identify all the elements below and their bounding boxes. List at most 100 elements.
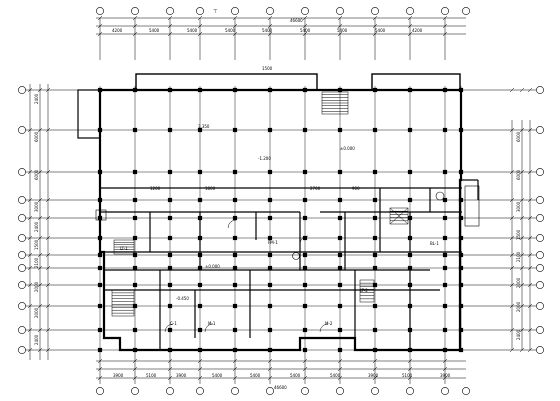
dimension-tick bbox=[97, 375, 103, 381]
stairs bbox=[111, 91, 409, 317]
structural-column bbox=[197, 327, 203, 333]
top-dim: 5400 bbox=[187, 28, 198, 33]
dimension-tick bbox=[132, 23, 138, 29]
dimension-tick bbox=[232, 31, 238, 37]
dimension-tick bbox=[527, 215, 533, 221]
axis-bubble bbox=[18, 346, 26, 354]
dimension-tick bbox=[372, 31, 378, 37]
axis-bubble bbox=[96, 7, 104, 15]
structural-column bbox=[232, 252, 238, 258]
structural-column bbox=[372, 197, 378, 203]
dimension-tick bbox=[45, 347, 51, 353]
structural-column bbox=[167, 169, 173, 175]
dimension-tick bbox=[167, 31, 173, 37]
dimension-tick bbox=[27, 235, 33, 241]
dimension-tick bbox=[407, 375, 413, 381]
top-dim: 4200 bbox=[412, 28, 423, 33]
axis-bubble bbox=[441, 7, 449, 15]
dimension-tick bbox=[442, 23, 448, 29]
dimension-tick bbox=[232, 366, 238, 372]
dimension-tick bbox=[267, 375, 273, 381]
right-dim: 6000 bbox=[516, 131, 521, 142]
dimension-tick bbox=[45, 215, 51, 221]
structural-column bbox=[372, 265, 378, 271]
axis-bubble bbox=[18, 302, 26, 310]
dimension-tick bbox=[337, 31, 343, 37]
axis-bubble bbox=[18, 168, 26, 176]
elevation-label: ±0.000 bbox=[340, 146, 355, 151]
fixture-box bbox=[95, 209, 107, 221]
axis-bubble bbox=[536, 126, 544, 134]
axis-bubble bbox=[196, 387, 204, 395]
structural-column bbox=[302, 252, 308, 258]
dimension-tick bbox=[302, 358, 308, 364]
structural-column bbox=[337, 252, 343, 258]
axis-bubble bbox=[536, 214, 544, 222]
dimension-tick bbox=[509, 235, 515, 241]
dimension-tick bbox=[27, 347, 33, 353]
left-dim: 2400 bbox=[34, 93, 39, 104]
dimension-tick bbox=[267, 31, 273, 37]
dimension-tick bbox=[27, 87, 33, 93]
stair-left bbox=[111, 289, 135, 317]
dimension-tick bbox=[37, 169, 43, 175]
dimension-tick bbox=[267, 23, 273, 29]
axis-bubble bbox=[406, 387, 414, 395]
element-label: M-2 bbox=[325, 321, 333, 326]
dimension-tick bbox=[527, 303, 533, 309]
axis-bubble bbox=[266, 7, 274, 15]
dimension-tick bbox=[27, 169, 33, 175]
dimension-tick bbox=[407, 31, 413, 37]
dimension-tick bbox=[267, 15, 273, 21]
dimension-tick bbox=[97, 366, 103, 372]
dimension-tick bbox=[45, 252, 51, 258]
element-label: BL-1 bbox=[430, 241, 439, 246]
dimension-tick bbox=[519, 215, 525, 221]
structural-column bbox=[232, 303, 238, 309]
structural-column bbox=[267, 127, 273, 133]
structural-column bbox=[372, 303, 378, 309]
dimension-tick bbox=[45, 87, 51, 93]
structural-column bbox=[407, 169, 413, 175]
axis-bubble bbox=[266, 387, 274, 395]
dimension-tick bbox=[27, 303, 33, 309]
dim-label: 900 bbox=[352, 186, 360, 191]
dimension-tick bbox=[37, 235, 43, 241]
elevation-label: -0.450 bbox=[176, 296, 189, 301]
axis-bubble bbox=[18, 264, 26, 272]
top-dim: 4200 bbox=[112, 28, 123, 33]
structural-column bbox=[442, 127, 448, 133]
dimension-tick bbox=[527, 169, 533, 175]
structural-column bbox=[442, 169, 448, 175]
axis-bubble bbox=[18, 126, 26, 134]
dimension-lines bbox=[24, 15, 540, 384]
dim-label: 2700 bbox=[310, 186, 321, 191]
structural-column bbox=[232, 215, 238, 221]
left-dim: 2400 bbox=[34, 334, 39, 345]
structural-column bbox=[167, 252, 173, 258]
dim-label: 1200 bbox=[150, 186, 161, 191]
structural-column bbox=[372, 327, 378, 333]
structural-column bbox=[97, 303, 103, 309]
left-dim: 6000 bbox=[34, 169, 39, 180]
dimension-tick bbox=[337, 358, 343, 364]
structural-column bbox=[132, 197, 138, 203]
axis-bubble bbox=[536, 302, 544, 310]
axis-bubble bbox=[536, 281, 544, 289]
right-dim: 6000 bbox=[516, 169, 521, 180]
bottom-dim: 3900 bbox=[113, 373, 124, 378]
structural-column bbox=[132, 303, 138, 309]
structural-column bbox=[442, 327, 448, 333]
axis-bubble bbox=[18, 251, 26, 259]
axis-bubble bbox=[196, 7, 204, 15]
axis-bubble bbox=[166, 387, 174, 395]
axis-bubble bbox=[131, 387, 139, 395]
dimension-tick bbox=[45, 235, 51, 241]
dimension-tick bbox=[407, 366, 413, 372]
element-label: LT-2 bbox=[360, 288, 368, 293]
dimension-tick bbox=[267, 358, 273, 364]
dimension-tick bbox=[37, 347, 43, 353]
dim-label: 1800 bbox=[205, 186, 216, 191]
dimension-tick bbox=[372, 358, 378, 364]
